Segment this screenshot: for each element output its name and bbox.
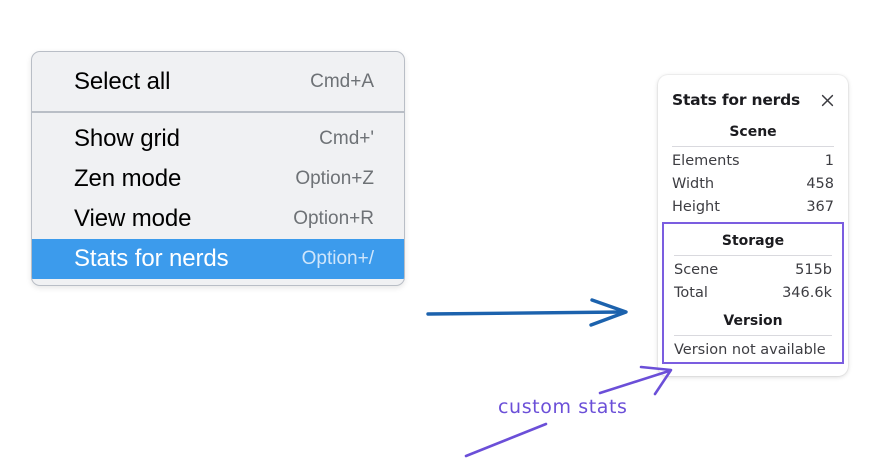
stat-row-storage-total: Total 346.6k — [664, 281, 842, 304]
menu-item-label: Stats for nerds — [74, 245, 229, 272]
menu-item-zen-mode[interactable]: Zen mode Option+Z — [32, 159, 404, 199]
stat-key: Height — [672, 198, 720, 215]
stat-row-height: Height 367 — [658, 195, 848, 218]
menu-section-selection: Select all Cmd+A — [32, 52, 404, 111]
section-heading-storage: Storage — [721, 233, 785, 249]
custom-stats-highlight-region: Storage Scene 515b Total 346.6k Version … — [662, 222, 844, 364]
stat-value: 346.6k — [782, 284, 832, 301]
menu-section-view: Show grid Cmd+' Zen mode Option+Z View m… — [32, 113, 404, 285]
section-divider — [674, 255, 832, 256]
stat-key: Width — [672, 175, 715, 192]
purple-underline-annotation — [464, 422, 548, 458]
stat-key: Total — [674, 284, 708, 301]
section-heading-scene: Scene — [729, 124, 777, 140]
stat-row-storage-scene: Scene 515b — [664, 258, 842, 281]
menu-item-show-grid[interactable]: Show grid Cmd+' — [32, 119, 404, 159]
stats-panel-body: Scene Elements 1 Width 458 Height 367 St… — [658, 115, 848, 364]
stat-row-elements: Elements 1 — [658, 149, 848, 172]
menu-item-shortcut: Cmd+' — [319, 128, 374, 149]
blue-arrow-annotation — [426, 298, 628, 327]
stats-panel-title: Stats for nerds — [672, 91, 801, 109]
stat-row-width: Width 458 — [658, 172, 848, 195]
menu-item-label: View mode — [74, 205, 192, 232]
menu-item-shortcut: Option+R — [293, 208, 374, 229]
stat-key: Scene — [674, 261, 719, 278]
menu-item-shortcut: Cmd+A — [310, 71, 374, 92]
stats-panel-header: Stats for nerds — [658, 85, 848, 115]
menu-item-shortcut: Option+Z — [295, 168, 374, 189]
menu-separator — [32, 111, 404, 113]
stats-for-nerds-panel: Stats for nerds Scene Elements 1 Width 4… — [658, 75, 848, 376]
close-icon[interactable] — [818, 91, 836, 109]
menu-item-label: Select all — [74, 68, 171, 95]
stat-value: 515b — [795, 261, 832, 278]
stat-key: Elements — [672, 152, 740, 169]
menu-item-view-mode[interactable]: View mode Option+R — [32, 199, 404, 239]
section-divider — [672, 146, 834, 147]
menu-item-shortcut: Option+/ — [301, 248, 374, 269]
canvas-context-menu[interactable]: Select all Cmd+A Show grid Cmd+' Zen mod… — [31, 51, 405, 286]
handwritten-annotation-label: custom stats — [498, 396, 628, 418]
stat-value: 367 — [806, 198, 834, 215]
menu-item-select-all[interactable]: Select all Cmd+A — [32, 62, 404, 102]
menu-item-stats-for-nerds[interactable]: Stats for nerds Option+/ — [32, 239, 404, 279]
menu-item-label: Show grid — [74, 125, 180, 152]
section-heading-version: Version — [723, 313, 783, 329]
stat-value: 458 — [806, 175, 834, 192]
stat-value: 1 — [824, 152, 834, 169]
menu-item-label: Zen mode — [74, 165, 182, 192]
version-text: Version not available — [674, 342, 826, 358]
section-divider — [674, 335, 832, 336]
